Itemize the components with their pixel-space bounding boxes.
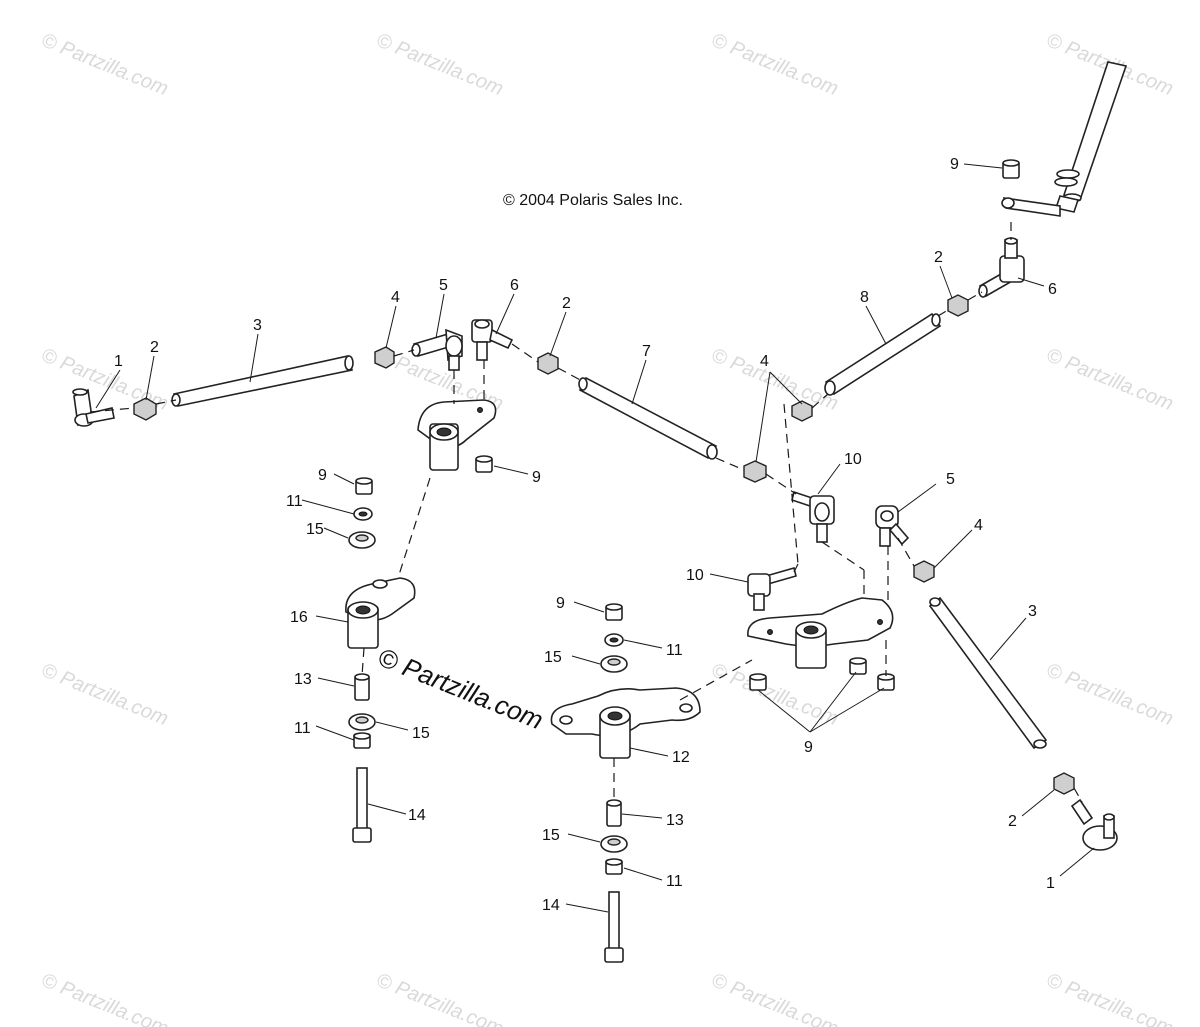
tie-rod-tube-upper-right — [824, 312, 942, 396]
tie-rod-end-upper-right — [978, 237, 1025, 298]
bushing-washer — [348, 531, 376, 549]
tie-rod-end-right-outer — [1070, 798, 1118, 851]
watermark: © Partzilla.com — [373, 969, 506, 1027]
drag-link-tube — [578, 376, 718, 460]
callout-2: 2 — [150, 339, 159, 356]
callout-4: 4 — [391, 289, 400, 306]
washer — [353, 507, 373, 521]
callout-7: 7 — [642, 343, 651, 360]
nut — [355, 477, 373, 495]
tie-rod-end-left-inner — [411, 328, 463, 371]
callout-11: 11 — [666, 873, 683, 890]
pitman-arm-upper-left — [417, 399, 497, 471]
callout-1: 1 — [1046, 875, 1055, 892]
bushing-washer — [600, 655, 628, 673]
nut — [605, 603, 623, 621]
callout-8: 8 — [860, 289, 869, 306]
pitman-arm-right — [747, 597, 894, 669]
nut — [353, 732, 371, 749]
callout-11: 11 — [666, 642, 683, 659]
callout-12: 12 — [672, 749, 690, 766]
bolt — [604, 891, 624, 963]
watermark: © Partzilla.com — [708, 344, 841, 415]
watermark: © Partzilla.com — [1043, 969, 1176, 1027]
watermark: © Partzilla.com — [708, 659, 841, 730]
callout-6: 6 — [1048, 281, 1057, 298]
washer — [604, 633, 624, 647]
nut — [849, 657, 867, 675]
nut — [877, 673, 895, 691]
callout-15: 15 — [544, 649, 562, 666]
spacer-sleeve — [354, 673, 370, 701]
callout-5: 5 — [946, 471, 955, 488]
callout-9: 9 — [532, 469, 541, 486]
callout-2: 2 — [934, 249, 943, 266]
callout-13: 13 — [666, 812, 684, 829]
idler-arm-center — [550, 687, 701, 759]
tie-rod-tube-right — [928, 596, 1048, 750]
watermark: © Partzilla.com — [1043, 344, 1176, 415]
callout-1: 1 — [114, 353, 123, 370]
callout-14: 14 — [408, 807, 426, 824]
callout-15: 15 — [542, 827, 560, 844]
tie-rod-end-center — [471, 319, 514, 361]
callout-9: 9 — [950, 156, 959, 173]
watermark: © Partzilla.com — [708, 29, 841, 100]
jam-nut — [1053, 772, 1075, 795]
callout-15: 15 — [412, 725, 430, 742]
callout-13: 13 — [294, 671, 312, 688]
callout-2: 2 — [1008, 813, 1017, 830]
watermark: © Partzilla.com — [38, 29, 171, 100]
callout-4: 4 — [974, 517, 983, 534]
tie-rod-tube — [171, 355, 354, 407]
tie-rod-end-right-inner — [875, 505, 910, 547]
watermark: © Partzilla.com — [708, 969, 841, 1027]
spacer-sleeve — [606, 799, 622, 827]
jam-nut — [791, 400, 813, 422]
callout-16: 16 — [290, 609, 308, 626]
left-tie-rod-end — [72, 388, 115, 427]
jam-nut — [537, 352, 559, 375]
watermark-grid: © Partzilla.com © Partzilla.com © Partzi… — [38, 29, 1176, 1027]
leader-lines — [95, 163, 1095, 913]
callout-labels: 1 2 3 4 5 6 2 7 4 8 2 6 9 9 9 11 15 16 1… — [114, 156, 1057, 914]
callout-10: 10 — [686, 567, 704, 584]
tie-rod-end-right-upper — [791, 490, 835, 543]
callout-15: 15 — [306, 521, 324, 538]
copyright-notice: © 2004 Polaris Sales Inc. — [503, 192, 683, 209]
watermark: © Partzilla.com — [38, 969, 171, 1027]
watermark: © Partzilla.com — [373, 29, 506, 100]
callout-11: 11 — [294, 720, 311, 737]
jam-nut — [743, 460, 767, 483]
callout-9: 9 — [804, 739, 813, 756]
bushing-washer — [600, 835, 628, 853]
callout-5: 5 — [439, 277, 448, 294]
idler-arm-left — [345, 577, 416, 649]
watermark-center: © Partzilla.com — [374, 642, 548, 735]
bushing-washer — [348, 713, 376, 731]
assembly-lines — [89, 222, 1083, 803]
callout-4: 4 — [760, 353, 769, 370]
nut — [749, 673, 767, 691]
nut — [475, 455, 493, 473]
tie-rod-end-right-lower — [747, 567, 797, 611]
callout-14: 14 — [542, 897, 560, 914]
jam-nut — [913, 560, 935, 583]
callout-3: 3 — [253, 317, 262, 334]
callout-11: 11 — [286, 493, 303, 510]
callout-10: 10 — [844, 451, 862, 468]
watermark: © Partzilla.com — [38, 659, 171, 730]
nut — [605, 858, 623, 875]
bolt — [352, 767, 372, 843]
jam-nut — [947, 294, 969, 317]
steering-post — [1001, 61, 1128, 217]
callout-6: 6 — [510, 277, 519, 294]
jam-nut — [374, 346, 395, 369]
watermark: © Partzilla.com — [1043, 659, 1176, 730]
callout-9: 9 — [318, 467, 327, 484]
callout-2: 2 — [562, 295, 571, 312]
callout-9: 9 — [556, 595, 565, 612]
callout-3: 3 — [1028, 603, 1037, 620]
